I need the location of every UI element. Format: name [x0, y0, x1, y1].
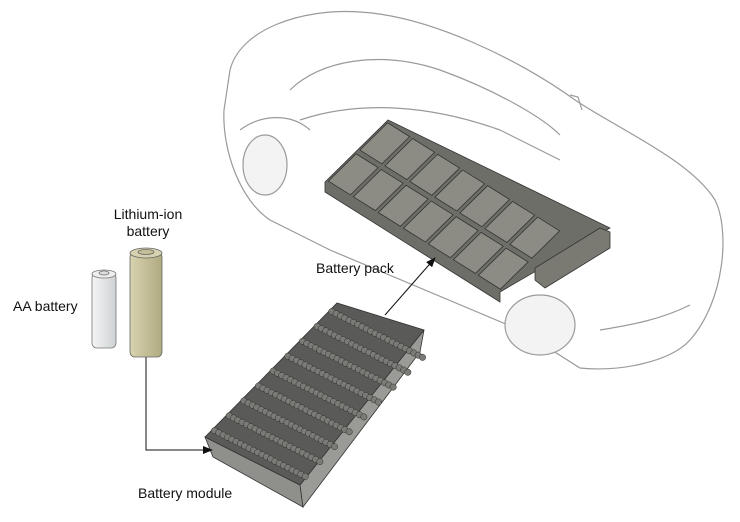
module-cell: [389, 383, 397, 391]
aa-battery-label: AA battery: [13, 298, 78, 314]
lithium-ion-label-line2: battery: [126, 223, 170, 239]
battery-module-label: Battery module: [138, 485, 233, 501]
pack-cell: [359, 122, 411, 165]
aa-battery: [91, 269, 117, 349]
pack-cell: [352, 169, 404, 212]
pack-cell: [484, 200, 536, 243]
module-cell: [404, 368, 412, 376]
battery-module: [204, 302, 426, 509]
module-cell: [419, 353, 426, 361]
module-cell: [301, 473, 309, 480]
battery-pack: [324, 119, 611, 303]
pack-cell: [477, 247, 529, 290]
pack-cell: [327, 153, 379, 196]
lithium-ion-battery: [129, 247, 163, 358]
pack-cell: [452, 231, 504, 274]
lithium-ion-label: Lithium-ion battery: [108, 206, 188, 240]
pack-cell: [377, 184, 429, 227]
lithium-ion-label-line1: Lithium-ion: [113, 206, 183, 222]
module-cell: [375, 398, 382, 406]
pack-cell: [434, 169, 486, 212]
pack-cell: [409, 153, 461, 196]
module-cell: [331, 443, 338, 451]
pack-cell: [427, 216, 479, 259]
arrow-to-pack: [384, 257, 436, 316]
pack-cell: [459, 185, 511, 228]
module-cell: [360, 413, 368, 421]
pack-cell: [384, 138, 436, 181]
battery-pack-label: Battery pack: [316, 260, 394, 276]
module-cell: [316, 458, 324, 466]
pack-cell: [509, 216, 561, 259]
module-cell: [345, 428, 353, 436]
pack-cell: [402, 200, 454, 243]
arrow-to-module: [145, 357, 213, 454]
